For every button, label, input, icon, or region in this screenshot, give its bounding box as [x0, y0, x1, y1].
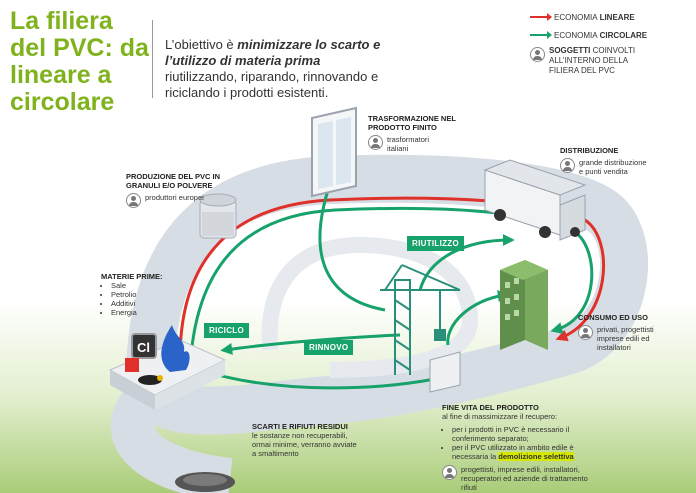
produzione-title: PRODUZIONE DEL PVC IN GRANULI E/O POLVER…	[126, 172, 221, 190]
list-item: Energia	[111, 308, 191, 317]
barrel-icon	[125, 358, 163, 385]
consumo-title: CONSUMO ED USO	[578, 313, 649, 322]
materie-prime-list: Sale Petrolio Additivi Energia	[111, 281, 191, 317]
consumo-arrow	[446, 290, 510, 346]
granules-jar-icon	[199, 193, 237, 239]
fine-vita-title: FINE VITA DEL PRODOTTO	[442, 403, 539, 412]
person-icon	[530, 47, 545, 62]
person-icon	[442, 465, 457, 480]
fine-vita-desc: al fine di massimizzare il recupero:	[442, 412, 558, 421]
road-loop	[125, 154, 648, 435]
list-item: Additivi	[111, 299, 191, 308]
list-item: per i prodotti in PVC è necessario il co…	[452, 425, 602, 443]
list-item: Sale	[111, 281, 191, 290]
linear-route	[178, 196, 605, 361]
red-arrow-icon	[530, 13, 552, 21]
materie-prime: MATERIE PRIME: Sale Petrolio Additivi En…	[101, 272, 191, 317]
rinnovo-arrow	[318, 165, 386, 312]
return-route	[195, 366, 441, 390]
truck-icon	[483, 159, 587, 241]
person-icon	[560, 158, 575, 173]
consumo-subject: privati, progettisti imprese edili ed in…	[578, 325, 690, 352]
intro-text: L’obiettivo è minimizzare lo scarto e l’…	[165, 37, 381, 100]
list-item: Petrolio	[111, 290, 191, 299]
distribuzione: DISTRIBUZIONE grande distribuzione e pun…	[560, 146, 670, 176]
trasformazione-title: TRASFORMAZIONE NEL PRODOTTO FINITO	[368, 114, 456, 132]
trasformazione: TRASFORMAZIONE NEL PRODOTTO FINITO trasf…	[368, 114, 488, 153]
svg-text:Cl: Cl	[137, 340, 150, 355]
fine-vita-subject: progettisti, imprese edili, installatori…	[442, 465, 602, 492]
scarti: SCARTI E RIFIUTI RESIDUI le sostanze non…	[252, 422, 362, 458]
green-arrow-icon	[530, 31, 552, 39]
person-icon	[578, 325, 593, 340]
distribuzione-subject: grande distribuzione e punti vendita	[560, 158, 670, 176]
cl-chlorine-icon: Cl	[131, 333, 157, 359]
title-separator	[152, 20, 153, 98]
building-icon	[500, 260, 548, 350]
crane-icon	[380, 264, 461, 375]
trasformazione-subject: trasformatori italiani	[368, 135, 488, 153]
list-item: per il PVC utilizzato in ambito edile è …	[452, 443, 602, 461]
fine-vita-list: per i prodotti in PVC è necessario il co…	[452, 425, 602, 461]
panel-icon	[429, 351, 461, 393]
produzione: PRODUZIONE DEL PVC IN GRANULI E/O POLVER…	[126, 172, 246, 208]
consumo: CONSUMO ED USO privati, progettisti impr…	[578, 313, 690, 352]
fine-vita: FINE VITA DEL PRODOTTO al fine di massim…	[442, 403, 602, 492]
riciclo-arrow	[220, 333, 401, 355]
rinnovo-label: RINNOVO	[304, 340, 354, 355]
distribuzione-title: DISTRIBUZIONE	[560, 146, 619, 155]
riciclo-label: RICICLO	[204, 323, 249, 338]
riutilizzo-arrow	[418, 234, 515, 291]
produzione-subject: produttori europei	[126, 193, 246, 208]
scarti-desc: le sostanze non recuperabili, ormai mini…	[252, 431, 357, 458]
materie-prime-title: MATERIE PRIME:	[101, 272, 163, 281]
page-title: La filiera del PVC: da lineare a circola…	[10, 7, 149, 116]
person-icon	[368, 135, 383, 150]
riutilizzo-label: RIUTILIZZO	[407, 236, 464, 251]
circular-route	[188, 206, 594, 371]
legend-subjects: SOGGETTI COINVOLTI ALL’INTERNO DELLA FIL…	[530, 46, 690, 76]
landfill-icon	[175, 472, 235, 492]
scarti-title: SCARTI E RIFIUTI RESIDUI	[252, 422, 348, 431]
flame-icon	[161, 325, 190, 372]
window-icon	[311, 106, 357, 198]
person-icon	[126, 193, 141, 208]
